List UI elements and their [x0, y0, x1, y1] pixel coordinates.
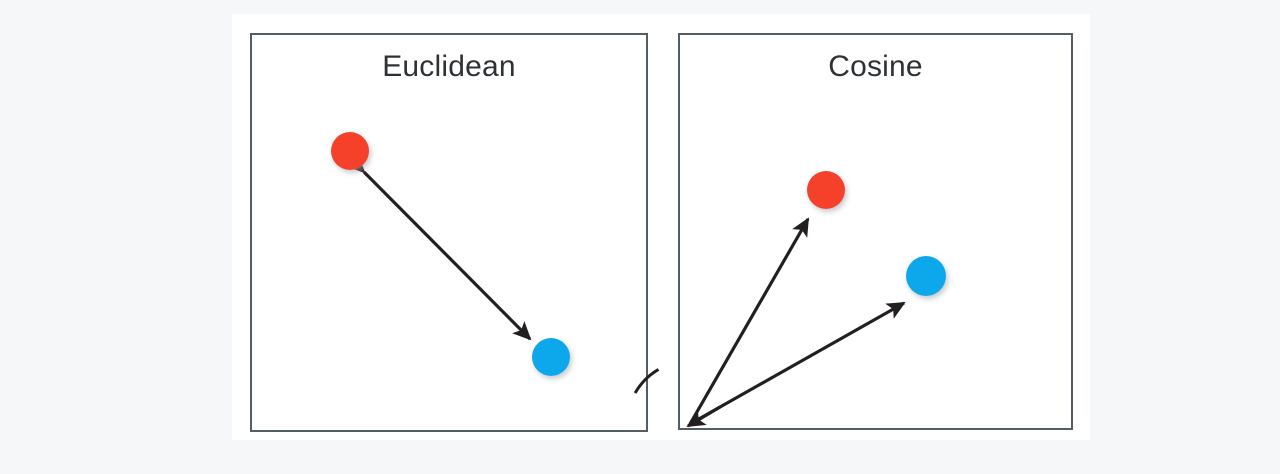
panel-cosine-title: Cosine [828, 50, 923, 83]
red-point [331, 132, 369, 170]
red-vector-arrow [688, 217, 810, 425]
panel-euclidean-title: Euclidean [382, 50, 516, 83]
cosine-diagram [633, 171, 946, 428]
panel-euclidean: Euclidean [250, 33, 648, 432]
blue-vector-arrow [689, 301, 906, 426]
angle-arc [633, 368, 660, 394]
origin-arrow [686, 405, 721, 428]
blue-point [532, 338, 570, 376]
distance-arrow [346, 154, 532, 341]
figure-card: Euclidean [232, 14, 1090, 440]
euclidean-diagram [331, 132, 570, 376]
panel-cosine: Cosine [633, 33, 1073, 430]
blue-point [906, 256, 946, 296]
distance-arrow-line [346, 154, 532, 341]
red-point [807, 171, 845, 209]
